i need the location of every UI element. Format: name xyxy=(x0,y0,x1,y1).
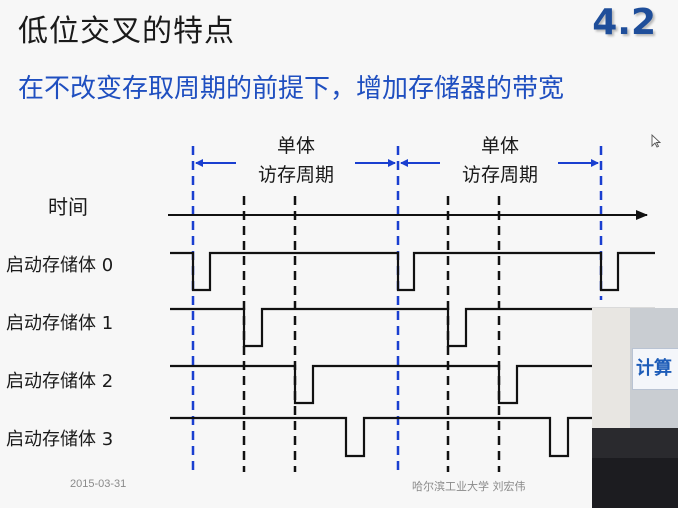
row-label-bank-1: 启动存储体 1 xyxy=(6,313,113,334)
period-label-top: 单体 xyxy=(277,135,315,157)
section-number: 4.2 xyxy=(592,2,656,43)
bank-3-waveform xyxy=(170,416,655,458)
row-label-bank-2: 启动存储体 2 xyxy=(6,371,113,392)
slide-subtitle: 在不改变存取周期的前提下，增加存储器的带宽 xyxy=(18,74,565,104)
period-label-bottom: 访存周期 xyxy=(462,164,538,186)
slide-title: 低位交叉的特点 xyxy=(18,14,235,49)
bank-0-waveform xyxy=(170,251,655,292)
period-label-top: 单体 xyxy=(481,135,519,157)
mouse-pointer-icon xyxy=(651,134,661,148)
bank-1-waveform xyxy=(170,307,655,348)
bank-2-waveform xyxy=(170,364,655,405)
classroom-banner xyxy=(632,348,678,390)
lecturer-video-inset: 计算 xyxy=(592,308,678,508)
time-axis-label: 时间 xyxy=(48,195,88,219)
banner-text: 计算 xyxy=(636,358,672,379)
footer-author: 哈尔滨工业大学 刘宏伟 xyxy=(412,480,526,493)
row-label-bank-3: 启动存储体 3 xyxy=(6,429,113,450)
row-label-bank-0: 启动存储体 0 xyxy=(6,255,113,276)
footer-date: 2015-03-31 xyxy=(70,478,127,490)
desk xyxy=(592,458,678,508)
interval-lines xyxy=(242,196,501,472)
period-label-bottom: 访存周期 xyxy=(258,164,334,186)
